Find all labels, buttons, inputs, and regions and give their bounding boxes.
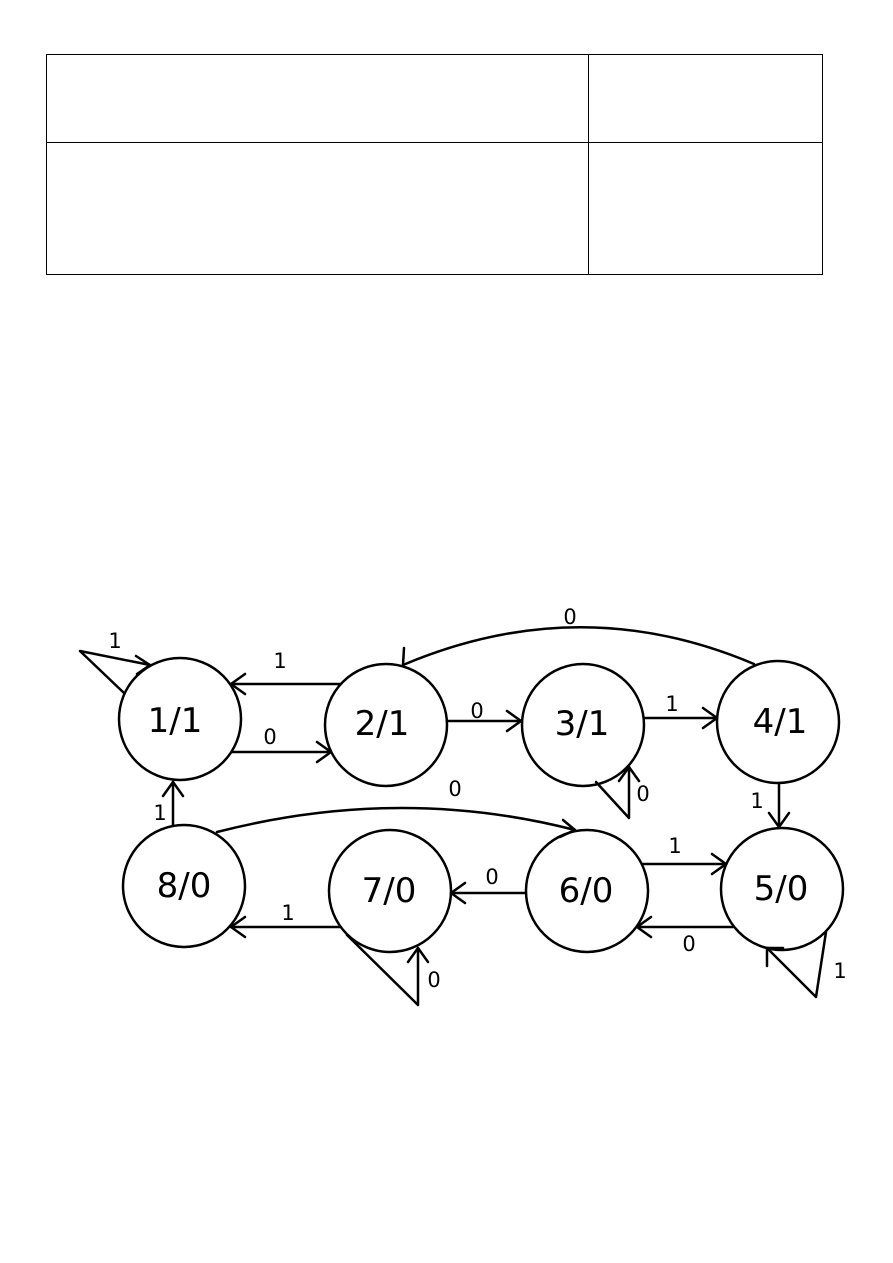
arrow-head <box>315 740 333 764</box>
transition-label: 1 <box>281 901 294 925</box>
transition-label: 1 <box>665 692 678 716</box>
state-label: 3/1 <box>555 704 610 744</box>
transition-5-6: 0 <box>635 915 735 956</box>
state-circle <box>327 828 453 954</box>
state-4: 4/1 <box>715 659 841 785</box>
transition-7-7: 0 <box>345 933 441 1007</box>
transition-line <box>78 649 152 695</box>
arrow-head <box>401 646 406 667</box>
state-circle <box>121 823 247 949</box>
arrow-head <box>505 709 523 733</box>
state-circle <box>117 656 243 782</box>
transition-4-5: 1 <box>750 781 791 829</box>
transition-label: 1 <box>153 801 166 825</box>
state-circle <box>524 828 650 954</box>
transition-line <box>594 765 631 820</box>
transition-label: 0 <box>470 699 483 723</box>
state-circle <box>323 662 449 788</box>
transition-1-2: 0 <box>230 725 333 764</box>
transition-label: 0 <box>448 777 461 801</box>
transition-2-3: 0 <box>445 699 523 733</box>
transition-8-6: 0 <box>215 777 577 839</box>
transition-6-7: 0 <box>449 865 527 905</box>
transition-line <box>765 930 828 999</box>
transition-label: 1 <box>833 959 846 983</box>
transition-label: 1 <box>273 649 286 673</box>
transition-label: 1 <box>668 834 681 858</box>
arrow-head <box>767 811 791 829</box>
state-label: 8/0 <box>157 866 212 906</box>
transition-label: 0 <box>427 968 440 992</box>
arrow-head <box>161 780 185 798</box>
state-8: 8/0 <box>121 823 247 949</box>
state-label: 2/1 <box>355 704 410 744</box>
transition-label: 0 <box>682 932 695 956</box>
state-circle <box>520 662 646 788</box>
transition-label: 1 <box>750 789 763 813</box>
transition-4-2: 0 <box>401 605 756 667</box>
state-label: 7/0 <box>362 871 417 911</box>
state-6: 6/0 <box>524 828 650 954</box>
transition-2-1: 1 <box>229 649 342 696</box>
arrow-head <box>449 881 467 905</box>
arrow-head <box>710 852 728 876</box>
transition-5-5: 1 <box>765 930 847 999</box>
state-label: 5/0 <box>754 869 809 909</box>
transition-3-3: 0 <box>594 765 650 820</box>
transition-label: 1 <box>108 629 121 653</box>
arrow-head <box>765 946 785 968</box>
state-3: 3/1 <box>520 662 646 788</box>
state-1: 1/1 <box>117 656 243 782</box>
transition-label: 0 <box>485 865 498 889</box>
transition-7-8: 1 <box>229 901 342 939</box>
arrow-head <box>406 946 430 964</box>
header-table <box>45 54 823 275</box>
arrow-head <box>134 654 152 676</box>
state-label: 4/1 <box>753 702 808 742</box>
arrow-head <box>229 672 247 696</box>
state-5: 5/0 <box>719 826 845 952</box>
arrow-head <box>701 706 719 730</box>
transition-line <box>215 806 577 834</box>
arrow-head <box>558 818 577 839</box>
table-row <box>45 142 823 275</box>
arrow-head <box>617 765 641 783</box>
arrow-head <box>635 915 653 939</box>
transition-6-5: 1 <box>640 834 728 876</box>
transition-3-4: 1 <box>642 692 719 730</box>
state-label: 6/0 <box>559 871 614 911</box>
transition-8-1: 1 <box>153 780 185 828</box>
table-cell <box>45 54 590 143</box>
transition-label: 0 <box>636 782 649 806</box>
state-7: 7/0 <box>327 828 453 954</box>
transition-line <box>401 626 756 667</box>
state-2: 2/1 <box>323 662 449 788</box>
table-cell <box>588 142 823 275</box>
state-circle <box>719 826 845 952</box>
table-cell <box>45 142 590 275</box>
arrow-head <box>229 915 247 939</box>
transition-1-1: 1 <box>78 629 152 695</box>
transition-label: 0 <box>263 725 276 749</box>
transition-line <box>345 933 420 1007</box>
state-label: 1/1 <box>148 701 203 741</box>
transition-label: 0 <box>563 605 576 629</box>
